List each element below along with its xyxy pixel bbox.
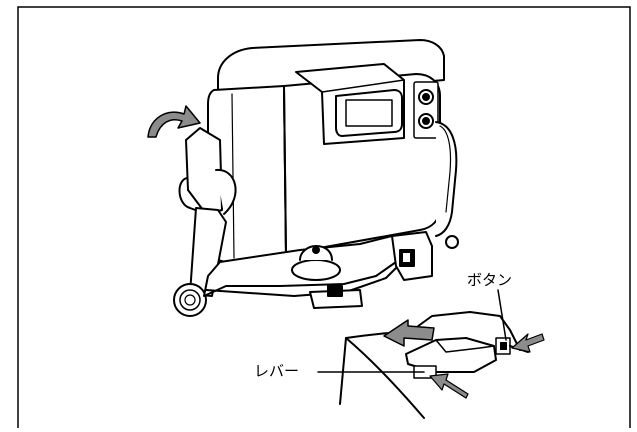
button-label: ボタン [467,271,513,289]
left-arm [173,127,237,317]
base [203,231,433,309]
button-press-arrow-icon [511,333,545,353]
slide-arrow-icon [383,319,435,347]
figure-border [17,6,631,429]
right-arm [435,121,459,249]
button-leader-line [497,289,507,341]
lever-label: レバー [254,362,300,380]
lever-arrow-icon [429,373,469,399]
monitor [207,39,445,263]
rotate-arrow-icon [147,105,201,138]
